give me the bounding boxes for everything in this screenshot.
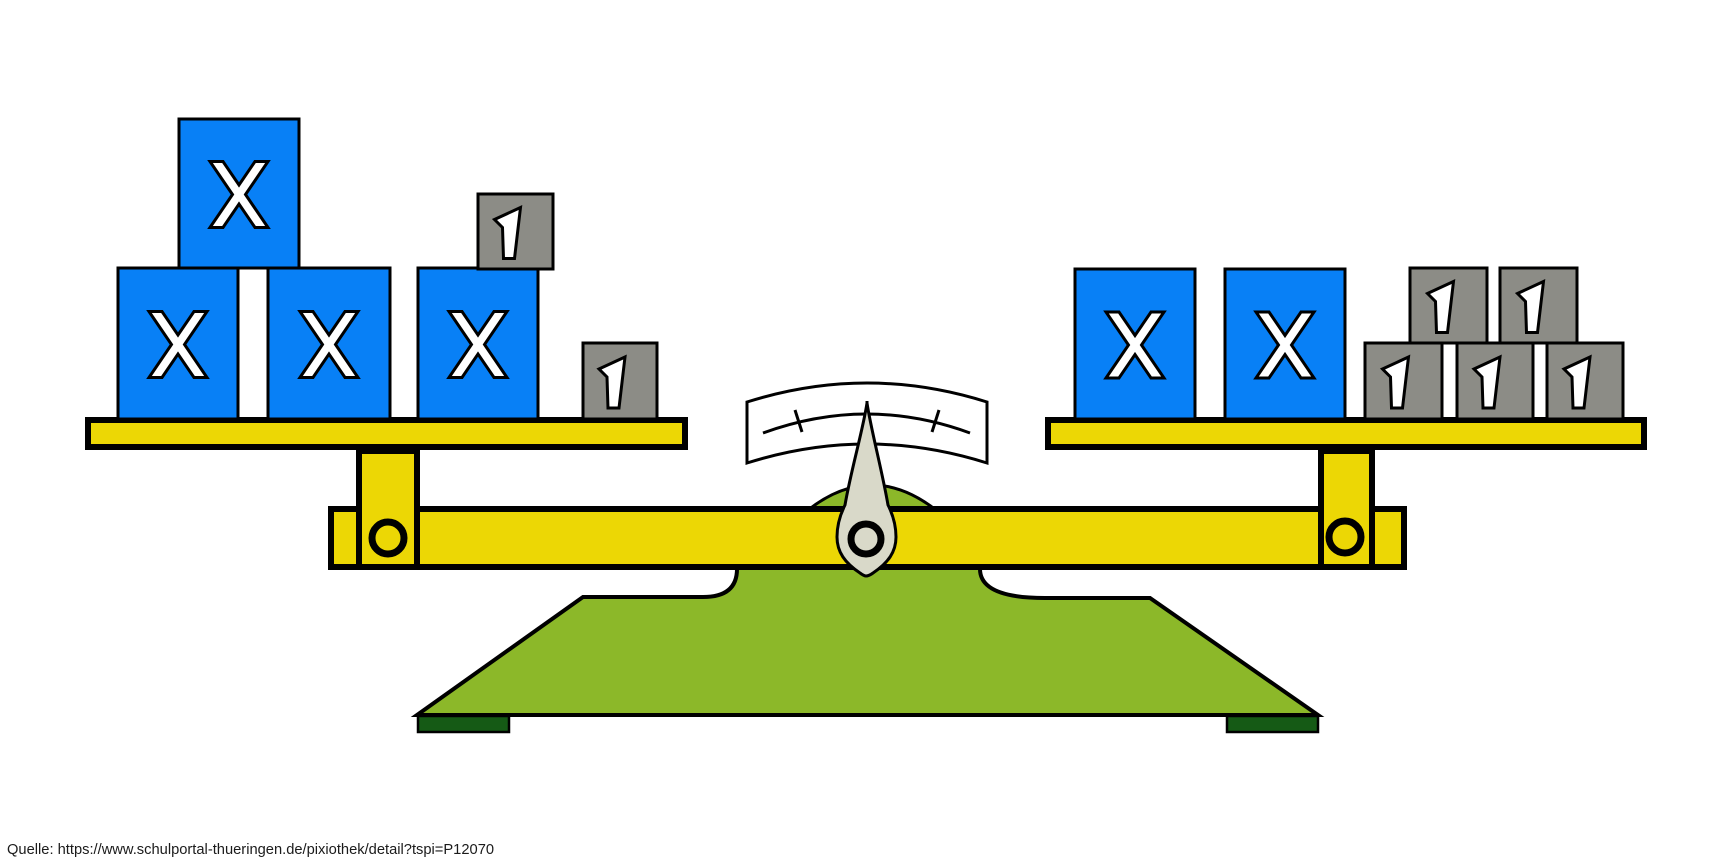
base-foot-left (416, 714, 511, 734)
base-foot-right (1225, 714, 1320, 734)
one-block (1498, 266, 1579, 345)
one-block (1363, 341, 1444, 421)
x-block (266, 266, 392, 421)
one-block (1455, 341, 1535, 421)
one-block (1408, 266, 1489, 345)
left-pivot-ring (368, 518, 408, 558)
x-block (416, 266, 540, 421)
base-group (410, 483, 1325, 734)
x-block (1223, 267, 1347, 421)
one-block (476, 192, 555, 271)
left-pan (85, 417, 688, 450)
gauge (745, 381, 989, 578)
right-pivot-ring (1325, 517, 1365, 557)
blocks-right (1073, 266, 1625, 421)
one-block (581, 341, 659, 421)
gauge-tick-right (930, 409, 941, 433)
needle-pivot-ring (847, 520, 885, 558)
x-block-face (116, 266, 240, 421)
x-block (177, 117, 301, 270)
left-hanger-post (356, 448, 420, 570)
blocks-left (116, 117, 659, 421)
x-block (116, 266, 240, 421)
right-pan (1045, 417, 1647, 450)
one-block (1545, 341, 1625, 421)
x-block (1073, 267, 1197, 421)
base-pedestal (410, 564, 1325, 717)
gauge-tick-left (793, 409, 804, 433)
source-caption: Quelle: https://www.schulportal-thuering… (7, 842, 495, 858)
